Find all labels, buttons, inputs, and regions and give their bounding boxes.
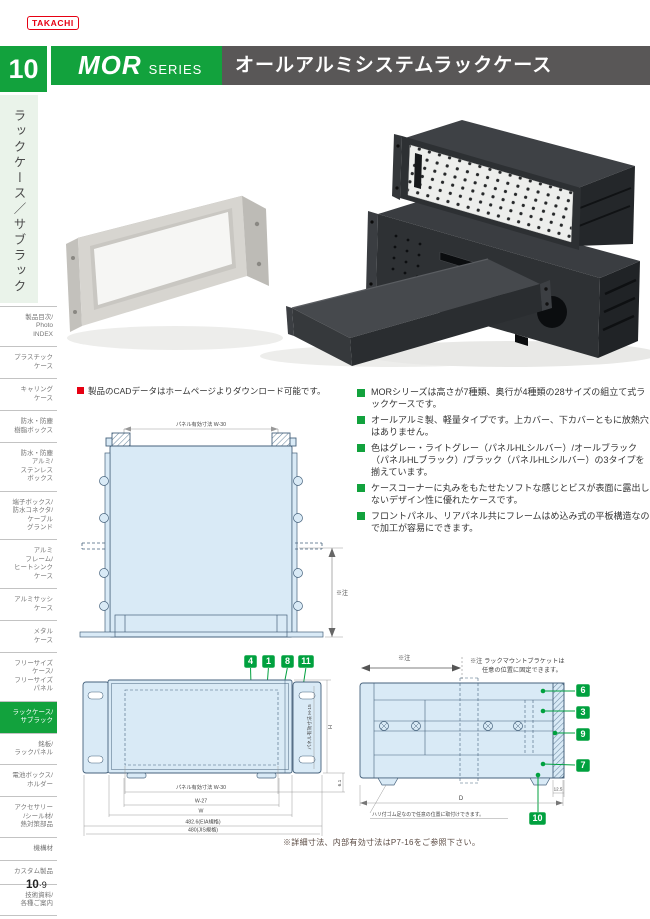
sidebar-item: カスタム製品	[0, 860, 57, 883]
dim-label-eia: 482.6(EIA規格)	[185, 818, 220, 826]
chapter-number-tab: 10	[0, 46, 47, 92]
perforated-rack-case	[392, 120, 635, 250]
sidebar-item: 技術資料/ 各種ご案内	[0, 883, 57, 917]
part-badge-4: 4	[244, 655, 257, 668]
sidebar-item: キャリング ケース	[0, 378, 57, 410]
series-header-bar: MOR SERIES	[51, 46, 222, 85]
sidebar-item: フリーサイズ ケース/ フリーサイズ パネル	[0, 651, 57, 701]
feature-item: オールアルミ製、軽量タイプです。上カバー、下カバーともに放熱穴はありません。	[357, 414, 650, 439]
sidebar-nav: 製品目次/ Photo INDEX プラスチック ケース キャリング ケース 防…	[0, 306, 57, 917]
part-badge-10: 10	[529, 812, 546, 825]
green-square-bullet-icon	[357, 512, 365, 521]
product-photo	[66, 120, 650, 367]
dim-label-125: 12.5	[554, 787, 563, 792]
part-badge-3: 3	[576, 706, 590, 719]
note-mark-rear: ※注	[336, 589, 348, 597]
part-badge-8: 8	[281, 655, 294, 668]
sidebar-item: 防水・防塵 樹脂ボックス	[0, 410, 57, 442]
takachi-logo: TAKACHI	[27, 16, 79, 30]
sidebar-item: 製品目次/ Photo INDEX	[0, 306, 57, 346]
red-square-bullet-icon	[77, 387, 84, 394]
sidebar-item: 電池ボックス/ ホルダー	[0, 764, 57, 796]
dim-label-h15: パネル有効寸法 H-15	[306, 704, 313, 750]
green-square-bullet-icon	[357, 416, 365, 425]
sidebar-item: プラスチック ケース	[0, 346, 57, 378]
page-number: 10·9	[26, 879, 47, 891]
green-square-bullet-icon	[357, 444, 365, 453]
silver-rack-case	[66, 195, 269, 332]
sidebar-category-tab: ラックケース／サブラック	[0, 95, 38, 303]
sidebar-item: メタル ケース	[0, 620, 57, 652]
dim-label-w30: パネル有効寸法 W-30	[176, 783, 226, 791]
dim-label-d: D	[459, 796, 464, 802]
dim-label-panel-w30: パネル有効寸法 W-30	[176, 420, 226, 428]
feature-item: MORシリーズは高さが7種類、奥行が4種類の28サイズの組立て式ラックケースです…	[357, 386, 650, 411]
part-badge-11: 11	[298, 655, 314, 668]
dim-label-jis: 480(JIS規格)	[188, 826, 218, 834]
rear-view-drawing: パネル有効寸法 W-30 ※注	[79, 420, 348, 638]
cad-note-text: 製品のCADデータはホームページよりダウンロード可能です。	[88, 386, 326, 396]
cad-download-note: 製品のCADデータはホームページよりダウンロード可能です。	[77, 385, 367, 397]
series-name: MOR	[78, 50, 142, 80]
series-suffix: SERIES	[148, 62, 203, 77]
part-badge-9: 9	[576, 728, 590, 741]
detail-dimensions-footnote: ※詳細寸法、内部有効寸法はP7-16をご参照下さい。	[283, 838, 481, 847]
black-low-rack-case	[286, 258, 552, 366]
side-view-drawing: ※注 ※注 ラックマウントブラケットは 任意の位置に固定できます。	[359, 654, 576, 819]
sidebar-item: アルミサッシ ケース	[0, 588, 57, 620]
dim-label-w: W	[199, 809, 204, 815]
front-view-drawing: パネル有効寸法 W-30 W-27 W 482.6(EIA規格) 480(JIS…	[82, 666, 345, 836]
sidebar-item: 機構材	[0, 836, 57, 860]
page-title: オールアルミシステムラックケース	[222, 46, 650, 85]
dim-label-61: 6.1	[337, 779, 343, 786]
sidebar-item: アルミ フレーム/ ヒートシンク ケース	[0, 539, 57, 588]
part-badge-7: 7	[576, 759, 590, 772]
sidebar-item: 銘板/ ラックパネル	[0, 732, 57, 765]
part-badge-1: 1	[262, 655, 275, 668]
bracket-note-line1: ※注 ラックマウントブラケットは	[470, 657, 565, 665]
feature-item: フロントパネル、リアパネル共にフレームはめ込み式の平板構造なので加工が容易にでき…	[357, 510, 650, 535]
sidebar-item: 防水・防塵 アルミ/ ステンレス ボックス	[0, 441, 57, 491]
green-square-bullet-icon	[357, 388, 365, 397]
feature-list: MORシリーズは高さが7種類、奥行が4種類の28サイズの組立て式ラックケースです…	[357, 386, 650, 537]
dim-label-w27: W-27	[195, 799, 207, 805]
note-mark-side: ※注	[398, 654, 410, 662]
feature-item: ケースコーナーに丸みをもたせたソフトな感じとビスが表面に露出しないデザイン性に優…	[357, 482, 650, 507]
sidebar-item: 端子ボックス/ 防水コネクタ/ ケーブル グランド	[0, 490, 57, 540]
dim-label-h: H	[328, 725, 334, 729]
sidebar-category-label: ラックケース／サブラック	[11, 109, 26, 295]
feature-item: 色はグレー・ライトグレー（パネルHLシルバー）/オールブラック（パネルHLブラッ…	[357, 442, 650, 479]
sidebar-item-rack-case-active: ラックケース/ サブラック	[0, 700, 57, 733]
green-square-bullet-icon	[357, 484, 365, 493]
bracket-note-line2: 任意の位置に固定できます。	[482, 666, 562, 674]
sidebar-item: アクセサリー /シール材/ 熱対策部品	[0, 796, 57, 836]
rubber-feet-callout: ハリ付ゴム足なので任意の位置に取付けできます。	[372, 811, 484, 818]
part-badge-6: 6	[576, 684, 590, 697]
